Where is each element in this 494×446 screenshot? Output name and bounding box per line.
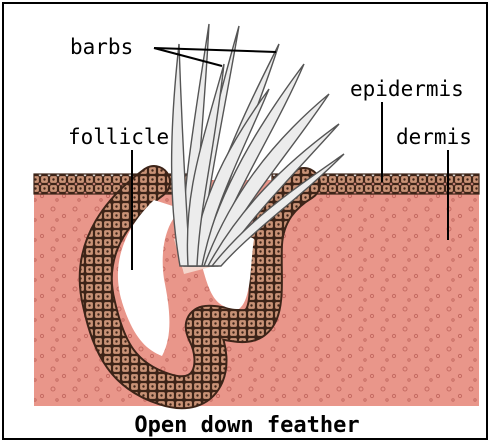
epidermis-label: epidermis [350,77,464,101]
barbs-label: barbs [70,35,133,59]
figure-frame: barbs epidermis follicle dermis Open dow… [2,2,488,440]
figure-caption: Open down feather [134,413,359,438]
diagram-canvas: barbs epidermis follicle dermis Open dow… [4,4,488,440]
dermis-label: dermis [396,125,472,149]
barbs-leader-2 [154,48,276,52]
follicle-label: follicle [68,125,169,149]
